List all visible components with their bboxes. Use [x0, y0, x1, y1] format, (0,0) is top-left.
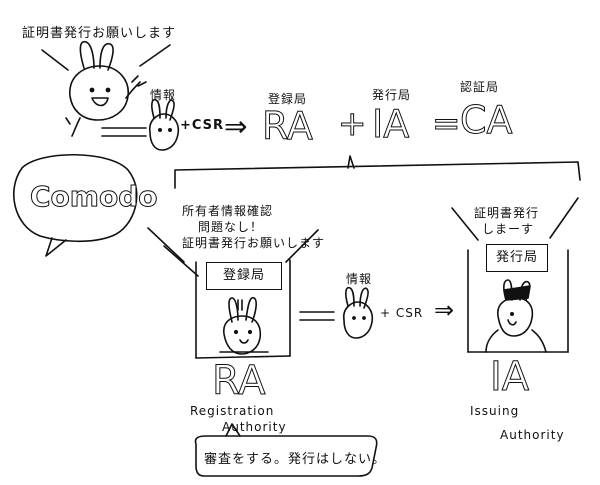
ia-caption-top: 発行局 — [372, 88, 412, 102]
ra-big-top: RA — [262, 104, 314, 149]
ia-speech-line1: 証明書発行 — [474, 206, 540, 220]
ia-name-line2: Authority — [500, 428, 565, 442]
ia-name-line1: Issuing — [470, 404, 520, 418]
ia-booth — [467, 249, 569, 353]
ra-name-line1: Registration — [190, 404, 275, 418]
speech-rays-top — [41, 44, 171, 71]
ia-rabbit-icon — [485, 279, 547, 353]
small-rabbit-middle-icon — [342, 286, 374, 339]
ia-speech-line2: しまーす — [482, 222, 535, 236]
ra-note: 審査をする。発行はしない。 — [204, 452, 387, 467]
request-text: 証明書発行お願いします — [22, 26, 177, 41]
csr-label-top: +CSR — [180, 118, 225, 133]
info-label-middle: 情報 — [346, 272, 373, 286]
comodo-label: Comodo — [29, 180, 158, 214]
ra-speech-line1: 所有者情報確認 — [182, 204, 274, 218]
ra-big-label: RA — [212, 358, 267, 405]
info-label-top: 情報 — [150, 88, 177, 102]
brace-bracket — [174, 155, 581, 189]
csr-label-middle: + CSR — [380, 306, 424, 320]
ia-big-label: IA — [489, 354, 530, 401]
ia-desk-sign: 発行局 — [486, 244, 548, 272]
pipe-top — [101, 127, 147, 137]
ca-big-top: CA — [460, 98, 514, 143]
ca-caption-top: 認証局 — [460, 80, 500, 94]
ra-desk-sign: 登録局 — [206, 262, 282, 290]
ia-speech-rays — [451, 197, 579, 241]
ra-speech-line2: 問題なし！ — [198, 220, 264, 234]
ra-rabbit-icon — [223, 296, 262, 355]
pipe-middle — [299, 311, 335, 321]
arrow-top-icon: ⇒ — [224, 110, 248, 143]
arrow-middle-icon: ⇒ — [434, 296, 455, 324]
small-rabbit-top-icon — [148, 98, 180, 151]
equals-sign: = — [432, 104, 461, 145]
ra-caption-top: 登録局 — [268, 92, 308, 106]
comodo-bubble — [13, 153, 185, 263]
plus-sign: + — [338, 104, 367, 145]
ia-big-top: IA — [371, 102, 410, 147]
ra-speech-line3: 証明書発行お願いします — [182, 236, 326, 250]
ra-booth — [195, 259, 291, 359]
ra-speech-rays — [163, 229, 319, 277]
requester-rabbit-icon — [65, 40, 147, 137]
ra-name-line2: Authority — [222, 420, 287, 434]
note-bubble — [194, 423, 378, 477]
